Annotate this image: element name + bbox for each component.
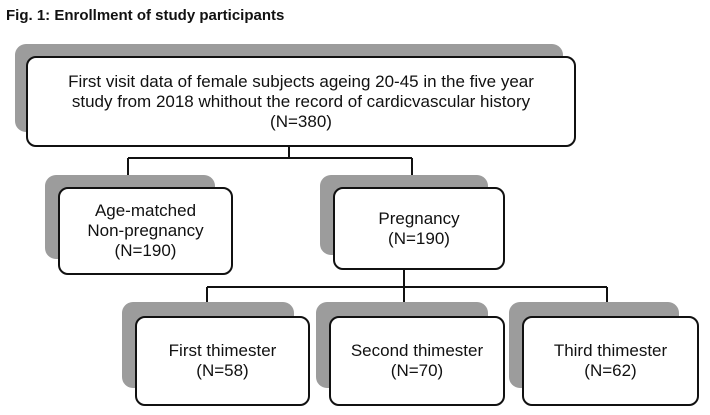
root-line-3: (N=380): [270, 111, 332, 131]
second-trimester-line-2: (N=70): [390, 361, 444, 380]
third-trimester-node: Third thimester (N=62): [522, 316, 699, 406]
third-trimester-line-1: Third thimester: [553, 341, 668, 360]
first-trimester-line-1: First thimester: [168, 341, 277, 360]
first-trimester-node: First thimester (N=58): [135, 316, 310, 406]
non-pregnancy-node: Age-matched Non-pregnancy (N=190): [58, 187, 233, 275]
root-line-2: study from 2018 whithout the record of c…: [71, 91, 531, 111]
figure-title: Fig. 1: Enrollment of study participants: [6, 7, 285, 24]
pregnancy-node: Pregnancy (N=190): [333, 187, 505, 270]
non-pregnancy-line-3: (N=190): [114, 241, 177, 260]
pregnancy-line-1: Pregnancy: [378, 208, 460, 228]
third-trimester-line-2: (N=62): [584, 361, 637, 380]
pregnancy-line-2: (N=190): [388, 228, 450, 248]
second-trimester-line-1: Second thimester: [350, 341, 484, 360]
first-trimester-line-2: (N=58): [196, 361, 249, 380]
root-node: First visit data of female subjects agei…: [26, 56, 576, 147]
root-line-1: First visit data of female subjects agei…: [68, 71, 534, 91]
non-pregnancy-line-1: Age-matched: [94, 201, 197, 220]
non-pregnancy-line-2: Non-pregnancy: [87, 221, 204, 240]
second-trimester-node: Second thimester (N=70): [329, 316, 505, 406]
